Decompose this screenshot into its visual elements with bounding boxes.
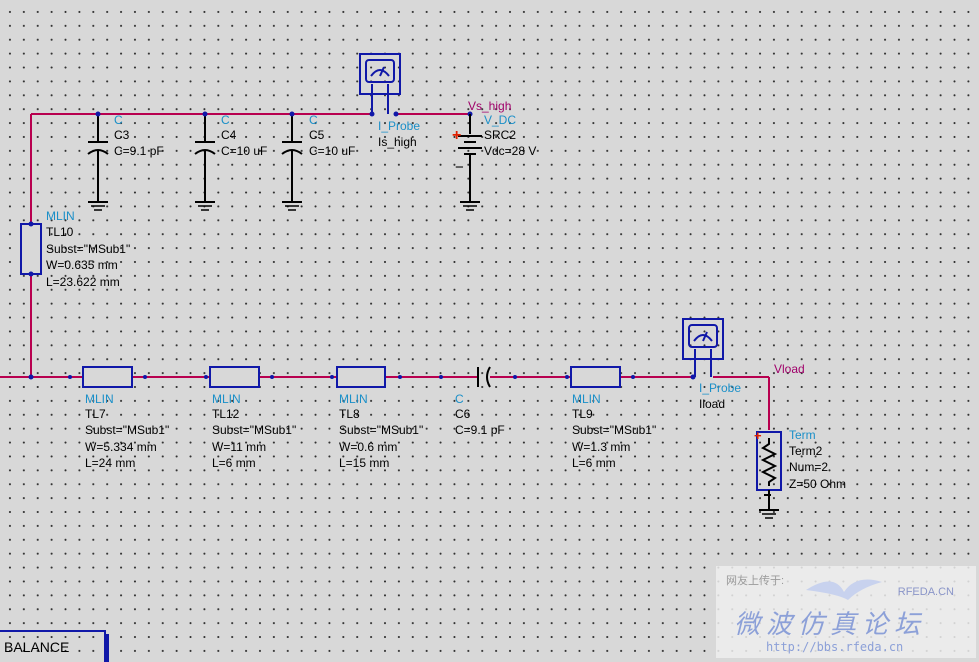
svg-text:MLIN: MLIN (46, 209, 75, 223)
svg-text:W=0.635 mm: W=0.635 mm (46, 258, 118, 272)
svg-text:I_Probe: I_Probe (378, 119, 420, 133)
svg-text:Subst="MSub1": Subst="MSub1" (46, 242, 130, 256)
label-c3: C C3 C=9.1 pF (114, 113, 164, 158)
svg-text:Iload: Iload (699, 397, 725, 411)
svg-text:C: C (455, 392, 464, 406)
svg-text:V_DC: V_DC (484, 113, 516, 127)
minus-sign: − (455, 159, 464, 176)
junction-dot (28, 374, 34, 380)
svg-text:Term2: Term2 (789, 444, 823, 458)
tab-label: BALANCE (4, 639, 70, 655)
label-tl12: MLIN TL12 Subst="MSub1" W=11 mm L=6 mm (212, 392, 296, 470)
dc-source-icon[interactable] (458, 111, 482, 211)
svg-text:Num=2: Num=2 (789, 460, 828, 474)
svg-text:MLIN: MLIN (339, 392, 368, 406)
svg-text:C5: C5 (309, 128, 325, 142)
svg-text:L=23.622 mm: L=23.622 mm (46, 275, 120, 289)
svg-text:SRC2: SRC2 (484, 128, 516, 142)
ammeter-icon[interactable] (359, 53, 401, 117)
svg-text:C: C (114, 113, 123, 127)
svg-text:L=6 mm: L=6 mm (572, 456, 616, 470)
watermark-title: 微波仿真论坛 (734, 610, 927, 640)
label-src2: V_DC SRC2 Vdc=28 V (484, 113, 536, 158)
svg-text:C=10 uF: C=10 uF (221, 144, 267, 158)
mlin-tl10[interactable] (20, 221, 42, 277)
plus-sign: + (452, 127, 461, 144)
svg-text:C: C (309, 113, 318, 127)
svg-text:TL7: TL7 (85, 407, 106, 421)
svg-text:W=5.334 mm: W=5.334 mm (85, 440, 157, 454)
mlin-tl12[interactable] (204, 366, 274, 388)
svg-text:MLIN: MLIN (85, 392, 114, 406)
label-c6: C C6 C=9.1 pF (455, 392, 505, 437)
svg-text:C6: C6 (455, 407, 471, 421)
node-label-top: Vs_high (468, 99, 511, 113)
capacitor-c4[interactable] (194, 111, 216, 211)
svg-text:MLIN: MLIN (572, 392, 601, 406)
node-label-load: Vload (774, 362, 805, 376)
capacitor-c3[interactable] (87, 111, 109, 211)
svg-text:W=1.3 mm: W=1.3 mm (572, 440, 630, 454)
svg-text:TL8: TL8 (339, 407, 360, 421)
svg-text:L=6 mm: L=6 mm (212, 456, 256, 470)
svg-text:Subst="MSub1": Subst="MSub1" (212, 423, 296, 437)
svg-text:Subst="MSub1": Subst="MSub1" (339, 423, 423, 437)
svg-text:C=10 uF: C=10 uF (309, 144, 355, 158)
svg-text:Z=50 Ohm: Z=50 Ohm (789, 477, 846, 491)
watermark-url[interactable]: http://bbs.rfeda.cn (766, 640, 904, 654)
svg-text:L=15 mm: L=15 mm (339, 456, 389, 470)
svg-text:TL10: TL10 (46, 225, 74, 239)
balance-tab[interactable]: BALANCE (0, 630, 109, 662)
svg-text:I_Probe: I_Probe (699, 381, 741, 395)
svg-text:W=0.6 mm: W=0.6 mm (339, 440, 397, 454)
svg-text:Term: Term (789, 428, 816, 442)
svg-text:W=11 mm: W=11 mm (212, 440, 266, 454)
svg-text:C: C (221, 113, 230, 127)
svg-text:C3: C3 (114, 128, 130, 142)
svg-text:TL9: TL9 (572, 407, 593, 421)
tab-edge (104, 634, 109, 662)
label-tl8: MLIN TL8 Subst="MSub1" W=0.6 mm L=15 mm (339, 392, 423, 470)
watermark-caption: 网友上传于: (726, 575, 785, 587)
label-tl7: MLIN TL7 Subst="MSub1" W=5.334 mm L=24 m… (85, 392, 169, 470)
svg-text:Is_high: Is_high (378, 135, 417, 149)
bird-logo-icon (806, 579, 882, 600)
resistor-icon[interactable] (756, 431, 782, 519)
svg-text:TL12: TL12 (212, 407, 240, 421)
svg-text:Subst="MSub1": Subst="MSub1" (572, 423, 656, 437)
mlin-tl7[interactable] (68, 366, 147, 388)
svg-text:MLIN: MLIN (212, 392, 241, 406)
ammeter-icon[interactable] (682, 318, 724, 380)
svg-text:C=9.1 pF: C=9.1 pF (114, 144, 164, 158)
svg-text:C=9.1 pF: C=9.1 pF (455, 423, 505, 437)
label-c5: C C5 C=10 uF (309, 113, 355, 158)
label-term2: Term Term2 Num=2 Z=50 Ohm (789, 428, 846, 491)
label-c4: C C4 C=10 uF (221, 113, 267, 158)
capacitor-c6[interactable] (439, 366, 517, 388)
mlin-tl8[interactable] (330, 366, 402, 388)
svg-text:Vdc=28 V: Vdc=28 V (484, 144, 536, 158)
watermark: 网友上传于: RFEDA.CN 微波仿真论坛 http://bbs.rfeda.… (716, 566, 976, 658)
label-iprobe2: I_Probe Iload (699, 381, 741, 411)
capacitor-c5[interactable] (281, 111, 303, 211)
svg-text:Subst="MSub1": Subst="MSub1" (85, 423, 169, 437)
svg-text:C4: C4 (221, 128, 237, 142)
svg-text:L=24 mm: L=24 mm (85, 456, 135, 470)
watermark-site: RFEDA.CN (897, 586, 954, 598)
mlin-tl9[interactable] (565, 366, 635, 388)
label-tl10: MLIN TL10 Subst="MSub1" W=0.635 mm L=23.… (46, 209, 130, 289)
label-iprobe1: I_Probe Is_high (378, 119, 420, 149)
label-tl9: MLIN TL9 Subst="MSub1" W=1.3 mm L=6 mm (572, 392, 656, 470)
plus-sign: + (754, 428, 762, 443)
